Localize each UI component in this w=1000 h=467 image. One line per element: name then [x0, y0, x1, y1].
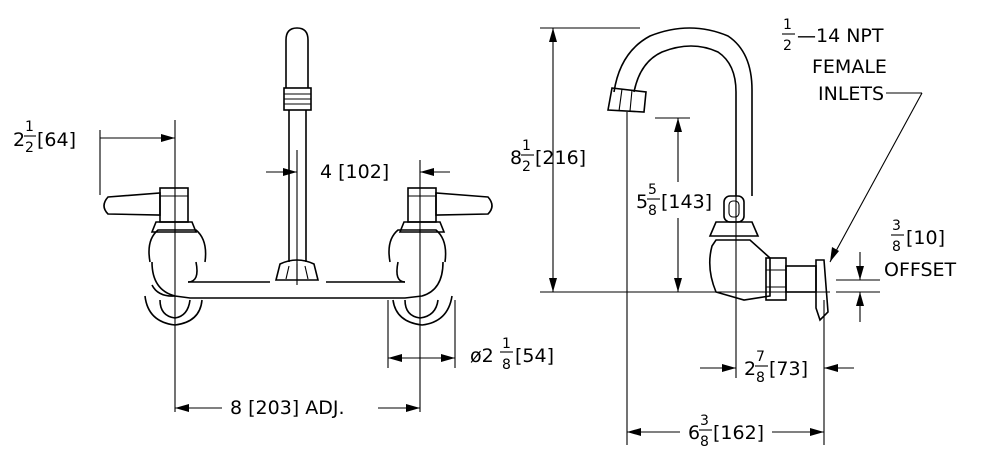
dim-offset: 3 8 [10] OFFSET — [836, 218, 957, 322]
dim-handle-height: 2 1 2 [64] — [13, 119, 175, 195]
front-body — [148, 229, 447, 299]
dim-spout-offset: 4 [102] — [266, 161, 450, 183]
dim-flange-diameter: ø2 1 8 [54] — [387, 300, 554, 373]
dim-wall-to-body-metric: [73] — [769, 358, 808, 380]
dim-spout-clearance-metric: [143] — [661, 191, 712, 213]
inlet-note-line1: —14 NPT — [797, 25, 884, 47]
inlet-note: 1 2 —14 NPT FEMALE INLETS — [782, 17, 923, 263]
dim-flange-diameter-num: 1 — [502, 336, 511, 352]
dim-spout-reach: 6 3 8 [162] — [626, 112, 824, 450]
dim-spout-reach-den: 8 — [700, 434, 709, 450]
front-flanges — [144, 295, 453, 326]
front-handles — [103, 187, 493, 233]
inlet-note-num: 1 — [783, 17, 792, 33]
dim-overall-height-den: 2 — [522, 159, 531, 175]
side-view: 8 1 2 [216] 5 5 8 [143] 2 7 — [510, 17, 957, 450]
dim-overall-height: 8 1 2 [216] — [510, 27, 830, 293]
dim-spout-clearance-den: 8 — [648, 203, 657, 219]
dim-wall-to-body-num: 7 — [756, 349, 765, 365]
dim-offset-num: 3 — [892, 218, 901, 234]
inlet-note-den: 2 — [783, 38, 792, 54]
inlet-note-line2: FEMALE — [812, 56, 887, 78]
dim-handle-height-den: 2 — [25, 140, 34, 156]
dim-flange-diameter-den: 8 — [502, 357, 511, 373]
dim-flange-diameter-prefix: ø2 — [470, 345, 494, 367]
dim-spout-offset-text: 4 [102] — [320, 161, 389, 183]
dim-offset-label: OFFSET — [884, 259, 957, 281]
dim-overall-height-metric: [216] — [535, 147, 586, 169]
dim-spout-reach-metric: [162] — [713, 422, 764, 444]
dim-spout-reach-num: 3 — [700, 413, 709, 429]
dim-overall-height-num: 1 — [522, 138, 531, 154]
dim-handle-height-whole: 2 — [13, 129, 25, 151]
inlet-note-line3: INLETS — [818, 83, 884, 105]
dim-spout-clearance-whole: 5 — [636, 191, 648, 213]
dim-center-spacing: 8 [203] ADJ. — [175, 397, 420, 419]
dim-spout-clearance: 5 5 8 [143] — [630, 117, 722, 292]
dim-handle-height-num: 1 — [25, 119, 34, 135]
dim-wall-to-body-den: 8 — [756, 370, 765, 386]
dim-offset-metric: [10] — [906, 227, 945, 249]
dim-flange-diameter-metric: [54] — [515, 345, 554, 367]
side-body — [708, 195, 829, 322]
dim-center-spacing-text: 8 [203] ADJ. — [230, 397, 345, 419]
side-spout — [607, 27, 753, 196]
dim-handle-height-metric: [64] — [37, 129, 76, 151]
dim-overall-height-whole: 8 — [510, 147, 522, 169]
dim-offset-den: 8 — [892, 239, 901, 255]
front-view: 2 1 2 [64] 4 [102] 8 [203] ADJ. — [13, 27, 554, 419]
dim-wall-to-body: 2 7 8 [73] — [700, 300, 854, 445]
dim-spout-clearance-num: 5 — [648, 182, 657, 198]
dim-wall-to-body-whole: 2 — [744, 358, 756, 380]
dim-spout-reach-whole: 6 — [688, 422, 700, 444]
